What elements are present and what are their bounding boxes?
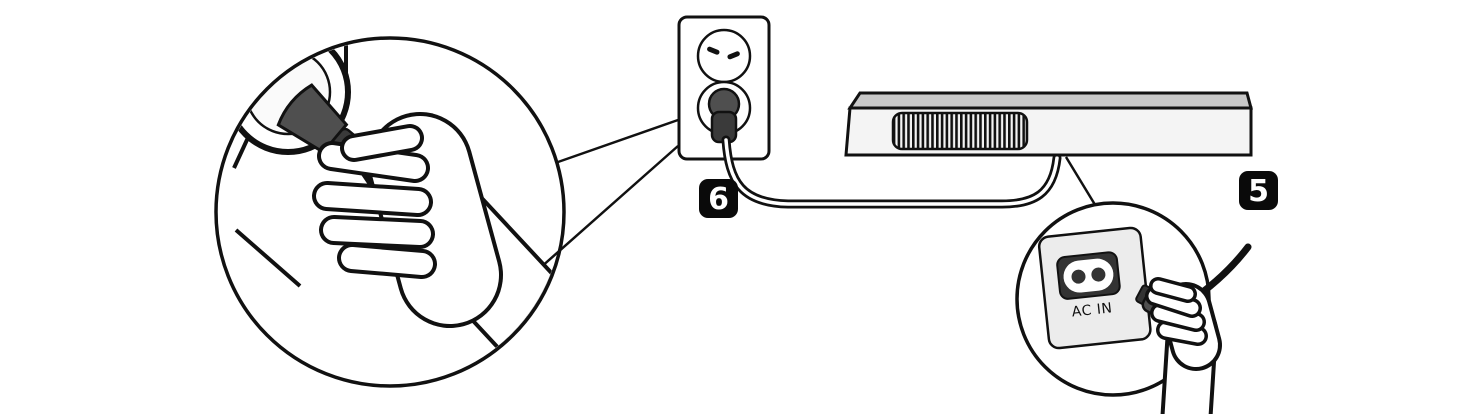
hand-finger [316,185,429,213]
hand-finger [323,219,431,245]
plug-body [276,83,349,155]
hand-thumb [344,128,420,158]
left-hand [312,112,562,384]
callout-line [557,118,679,164]
outlet-plate-edge [234,228,302,288]
wall-outlet [677,15,771,161]
soundbar-device [844,91,1253,157]
hand-finger [1159,323,1205,343]
right-magnifier: AC IN [1015,201,1252,414]
outlet-socket-top [696,28,752,84]
callout-line [539,145,679,269]
callout-lines-left [539,118,679,269]
hand-palm [371,116,499,324]
step-badge-5: 5 [1239,171,1278,210]
step-badge-6-label: 6 [708,182,729,217]
hand-finger [1153,306,1203,329]
hand-thumb [1152,280,1194,300]
socket-slot [727,51,740,60]
device-top-face [847,91,1253,110]
ac-inlet-pinhole [1071,269,1086,284]
hand-finger [1148,289,1199,315]
ac-in-label: AC IN [1071,300,1113,320]
power-cable [721,135,1062,209]
step-badge-5-label: 5 [1248,174,1269,209]
step-badge-6-box [699,179,738,218]
socket-slot [707,46,720,55]
callout-line-right [1064,156,1099,209]
step-badge-6: 6 [699,179,738,218]
left-magnifier-content [225,40,562,384]
right-hand [1145,277,1222,414]
hand-finger [341,247,433,275]
ac-inlet-figure8 [1063,258,1114,293]
cable-core [724,138,1059,206]
left-magnifier-circle [214,36,566,388]
device-rear-panel: AC IN [1037,226,1152,350]
step-badge-5-box [1239,171,1278,210]
vent-grille [891,111,1029,151]
ac-inlet-pinhole [1091,267,1106,282]
